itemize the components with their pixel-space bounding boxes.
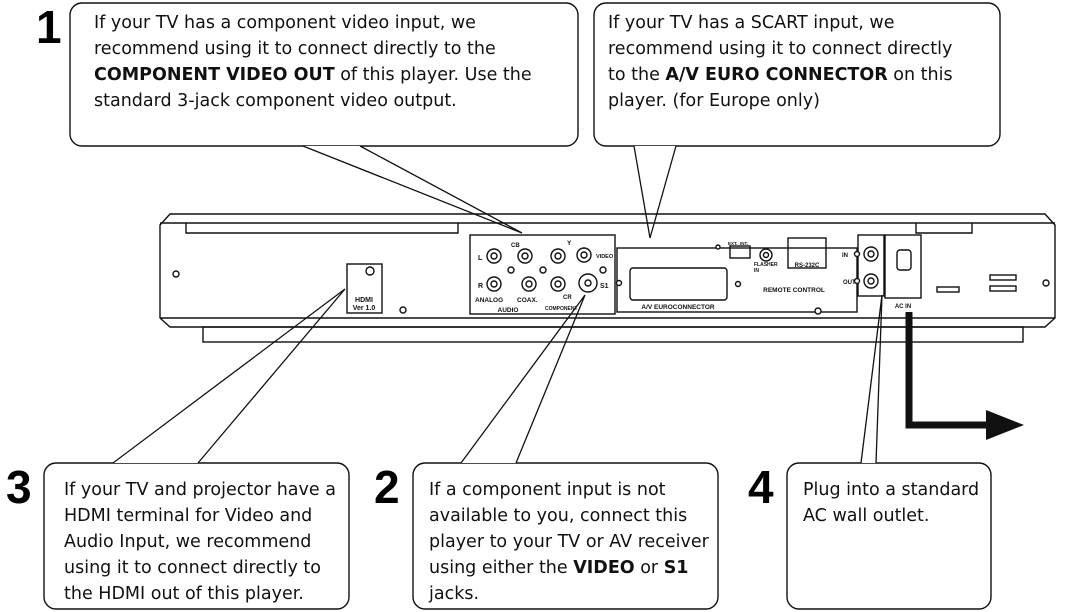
label-y: Y — [567, 240, 572, 247]
callout-text-1: If your TV has a component video input, … — [94, 13, 532, 111]
label-coax: COAX. — [517, 297, 538, 304]
label-in: IN — [842, 253, 848, 259]
label-out: OUT — [843, 280, 856, 286]
callout-box-scart — [593, 2, 1001, 147]
callout-box-4 — [786, 462, 992, 610]
label-ext: EXT. — [728, 241, 738, 246]
callout-3-pointer — [112, 288, 346, 464]
label-rs232c: RS-232C — [795, 263, 820, 269]
label-audio: AUDIO — [498, 307, 519, 314]
label-flasher-in: IN — [754, 268, 759, 274]
label-cb: CB — [511, 243, 520, 249]
label-video: VIDEO — [596, 254, 614, 260]
label-hdmi: HDMI — [355, 297, 373, 304]
label-r: R — [478, 283, 483, 290]
callout-text-4: Plug into a standard AC wall outlet. — [803, 480, 980, 526]
step-number-1: 1 — [36, 1, 62, 53]
step-number-4: 4 — [748, 461, 774, 513]
label-int: INT. — [740, 241, 748, 246]
callout-text-3: If your TV and projector have a HDMI ter… — [64, 480, 336, 604]
callout-scart-pointer — [633, 145, 677, 239]
label-ac-in: AC IN — [895, 304, 911, 310]
label-s1: S1 — [600, 283, 609, 290]
label-component: COMPONENT — [545, 306, 578, 312]
power-cord-arrow — [905, 312, 1024, 440]
step-number-2: 2 — [374, 461, 400, 513]
label-cr: CR — [563, 295, 572, 301]
label-l: L — [478, 255, 483, 262]
callout-text-2: If a component input is not available to… — [429, 480, 709, 604]
label-hdmi-ver: Ver 1.0 — [353, 305, 376, 312]
label-remote-control: REMOTE CONTROL — [763, 287, 825, 294]
label-flasher: FLASHER — [754, 262, 778, 268]
panel-jacks — [172, 244, 1050, 315]
label-euroconnector: A/V EUROCONNECTOR — [641, 304, 714, 311]
callout-2-pointer — [460, 294, 586, 464]
label-analog: ANALOG — [475, 297, 503, 304]
step-number-3: 3 — [6, 461, 32, 513]
dvd-player-rear-panel — [159, 213, 1056, 343]
callout-1-pointer — [302, 145, 523, 234]
callout-box-2 — [412, 462, 719, 610]
callout-4-pointer — [860, 294, 883, 464]
callout-text-scart: If your TV has a SCART input, we recomme… — [608, 13, 953, 111]
